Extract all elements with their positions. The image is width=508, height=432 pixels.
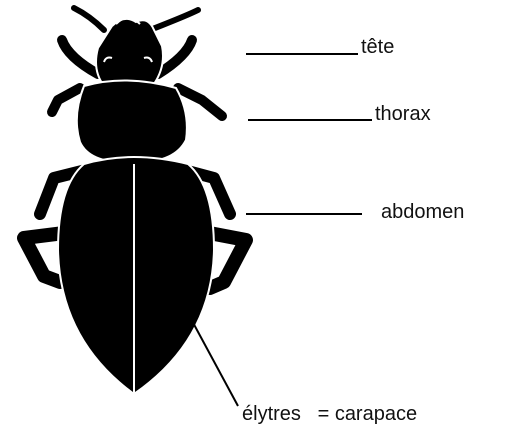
- head-label: tête: [361, 37, 394, 57]
- left-antenna: [74, 8, 104, 30]
- abdomen-label: abdomen: [381, 202, 464, 222]
- thorax-label: thorax: [375, 104, 431, 124]
- beetle-thorax: [77, 80, 187, 162]
- elytra-label: élytres = carapace: [242, 404, 417, 424]
- right-antenna: [150, 10, 198, 30]
- beetle-elytra: [58, 157, 214, 394]
